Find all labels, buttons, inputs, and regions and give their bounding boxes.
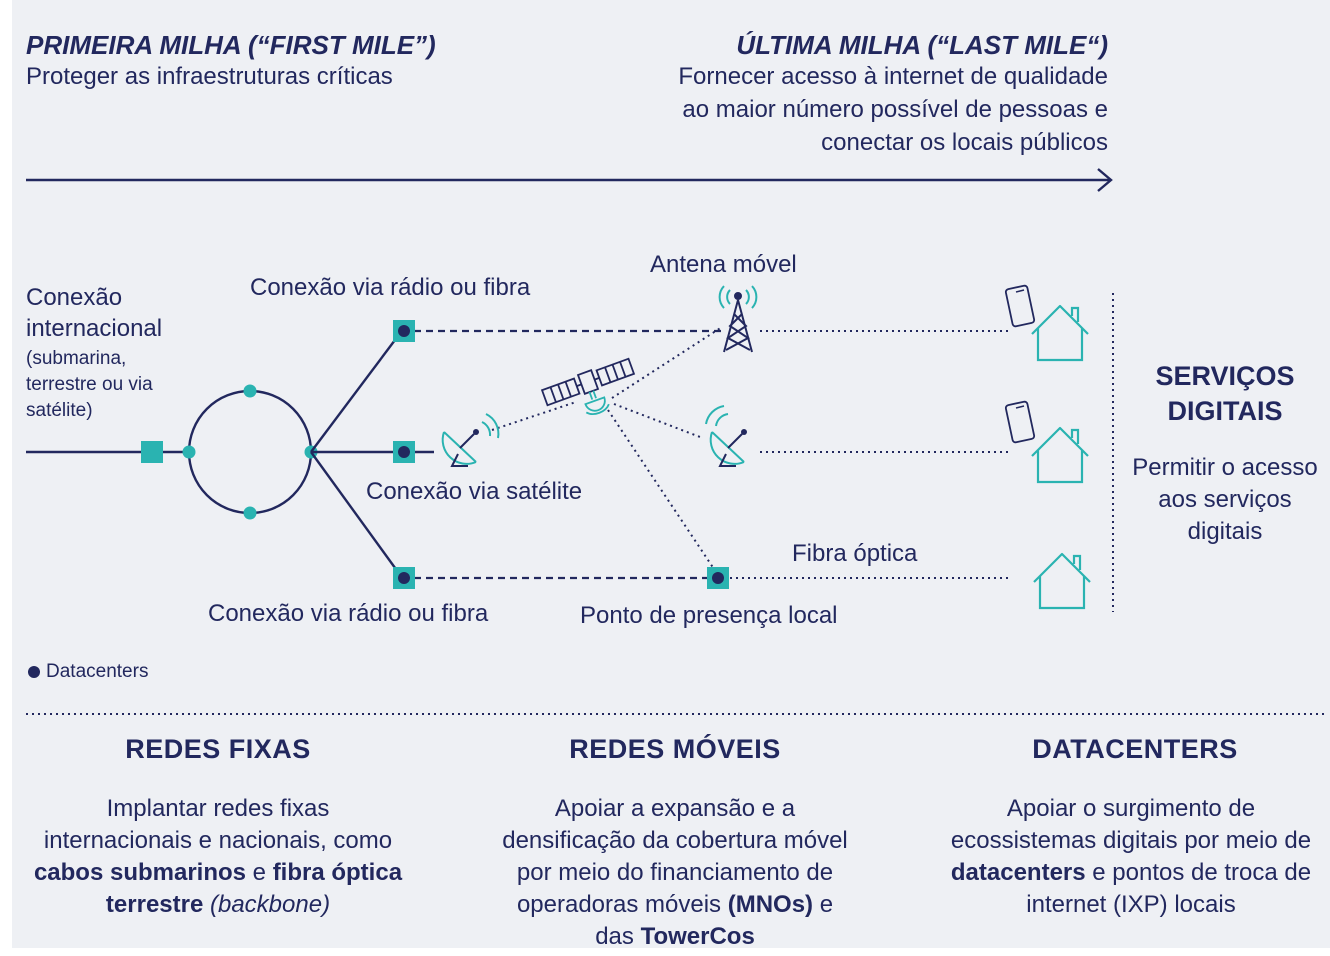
ring-node bbox=[243, 506, 257, 520]
mobile-antenna-label: Antena móvel bbox=[650, 251, 797, 278]
ring-node bbox=[243, 384, 257, 398]
optical-fiber-label: Fibra óptica bbox=[792, 540, 918, 567]
house-icon bbox=[1032, 552, 1092, 610]
intl-connection-label-1: Conexão bbox=[26, 284, 123, 311]
radio-fiber-bottom-label: Conexão via rádio ou fibra bbox=[208, 600, 489, 627]
datacenter-node bbox=[393, 567, 415, 589]
house-icon bbox=[1030, 426, 1090, 484]
satellite-connection-label: Conexão via satélite bbox=[366, 478, 583, 505]
first-mile-title: PRIMEIRA MILHA (“FIRST MILE”) bbox=[26, 30, 436, 60]
dotted-links bbox=[26, 293, 1328, 715]
datacenters-title: DATACENTERS bbox=[1032, 734, 1238, 764]
datacenter-node bbox=[393, 441, 415, 463]
last-mile-title: ÚLTIMA MILHA (“LAST MILE“) bbox=[736, 30, 1108, 60]
branch-bottom bbox=[310, 451, 399, 573]
fixed-networks-title: REDES FIXAS bbox=[125, 734, 311, 764]
satellite-icon bbox=[540, 357, 636, 415]
local-pop-node bbox=[707, 567, 729, 589]
digital-services-title-1: SERVIÇOS bbox=[1155, 361, 1295, 391]
digital-services-title-2: DIGITAIS bbox=[1167, 396, 1283, 426]
local-pop-label: Ponto de presença local bbox=[580, 602, 838, 629]
intl-connection-detail-3: satélite) bbox=[26, 400, 93, 421]
intl-node bbox=[141, 441, 163, 463]
first-mile-subtitle: Proteger as infraestruturas críticas bbox=[26, 63, 393, 90]
satellite-dish-icon bbox=[705, 405, 747, 467]
legend-datacenter-dot bbox=[28, 666, 40, 678]
backbone-ring bbox=[187, 389, 313, 515]
satellite-dish-icon bbox=[441, 413, 500, 467]
phone-icon bbox=[1004, 284, 1036, 328]
intl-connection-label-2: internacional bbox=[26, 315, 163, 342]
datacenters-text: Apoiar o surgimento de ecossistemas digi… bbox=[950, 795, 1312, 918]
mobile-networks-title: REDES MÓVEIS bbox=[569, 734, 781, 764]
last-mile-line3: conectar os locais públicos bbox=[821, 129, 1108, 156]
mobile-antenna-icon bbox=[718, 285, 758, 353]
background-panel bbox=[12, 0, 1330, 948]
phone-icon bbox=[1004, 400, 1036, 444]
branch-top bbox=[310, 335, 399, 453]
ring-node bbox=[182, 445, 196, 459]
digital-services-desc-3: digitais bbox=[1187, 518, 1263, 545]
intl-connection-detail-2: terrestre ou via bbox=[26, 374, 153, 395]
last-mile-line2: ao maior número possível de pessoas e bbox=[682, 96, 1108, 123]
house-icon bbox=[1030, 304, 1090, 362]
radio-fiber-top-label: Conexão via rádio ou fibra bbox=[250, 274, 531, 301]
fixed-networks-text: Implantar redes fixas internacionais e n… bbox=[33, 795, 403, 918]
timeline-arrowhead bbox=[1097, 168, 1113, 192]
digital-services-desc-1: Permitir o acesso bbox=[1132, 454, 1318, 481]
legend-datacenters-label: Datacenters bbox=[46, 661, 149, 682]
datacenter-node bbox=[393, 320, 415, 342]
last-mile-line1: Fornecer acesso à internet de qualidade bbox=[678, 63, 1108, 90]
digital-services-desc-2: aos serviços bbox=[1158, 486, 1292, 513]
intl-connection-detail-1: (submarina, bbox=[26, 348, 127, 369]
mobile-networks-text: Apoiar a expansão e a densificação da co… bbox=[502, 795, 848, 950]
